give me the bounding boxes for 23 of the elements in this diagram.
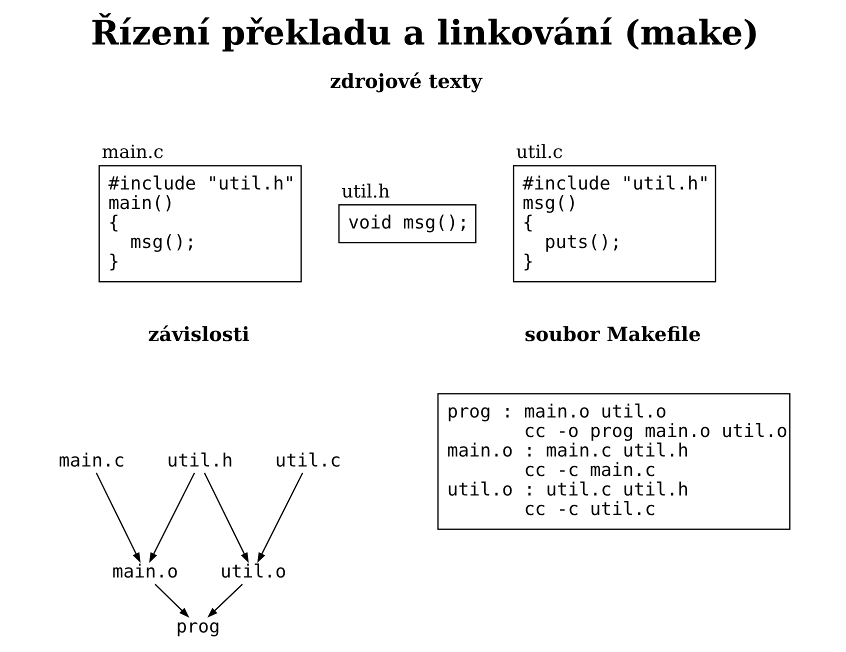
node-text: util.o [220, 562, 286, 583]
label: zdrojové texty [330, 70, 482, 94]
node-text: main.c [58, 450, 125, 472]
label: soubor Makefile [524, 322, 701, 346]
node-box: #include "util.h" main() { msg(); } [98, 165, 302, 282]
label: závislosti [148, 322, 250, 346]
arrow [96, 472, 141, 564]
node-label: main.c [102, 142, 164, 164]
arrow [154, 584, 190, 618]
node-label: util.h [342, 181, 390, 202]
node-box: void msg(); [338, 204, 476, 244]
node-text: prog [176, 616, 220, 638]
node-text: util.c [275, 450, 341, 472]
node-box: #include "util.h" msg() { puts(); } [512, 165, 716, 282]
diagram-title: Řízení překladu a linkování (make) [90, 12, 759, 52]
node-text: util.h [166, 450, 233, 472]
arrow [149, 472, 196, 564]
node-box: prog : main.o util.o cc -o prog main.o util.o main.o : main.c util.h cc -c main.c util.o : util.c util.h cc -c util.c [437, 393, 790, 530]
arrow [257, 472, 304, 564]
node-text: main.o [112, 562, 178, 583]
arrow [204, 472, 249, 564]
arrow [207, 584, 243, 618]
node-label: util.c [516, 142, 563, 164]
